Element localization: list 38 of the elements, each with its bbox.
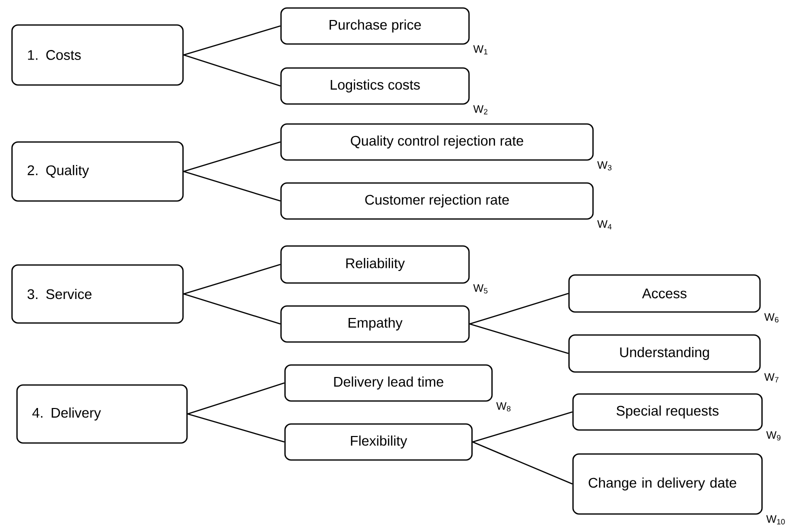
weight-label: W$_{10}$ (766, 515, 785, 524)
text-box: Empathy (280, 305, 470, 343)
text-box: Access (568, 274, 761, 313)
text-box: 1. Costs (11, 24, 184, 86)
weight-label: W$_{9}$ (766, 431, 780, 440)
connector-line (183, 293, 281, 325)
text-box: Flexibility (284, 423, 473, 461)
text-box: Purchase price (280, 7, 470, 45)
weight-label: W$_{8}$ (496, 402, 510, 412)
connector-line (469, 323, 569, 354)
weight-label: W$_{1}$ (473, 45, 488, 54)
text-box: Reliability (280, 245, 470, 284)
text-box: Delivery lead time (284, 364, 493, 402)
connector-line (183, 141, 281, 172)
weight-label: W$_{7}$ (764, 373, 778, 382)
connector-line (183, 54, 281, 87)
connector-line (472, 441, 573, 485)
weight-label: W$_{3}$ (597, 161, 612, 170)
connector-line (469, 292, 569, 325)
connector-line (183, 170, 281, 202)
connector-line (472, 411, 573, 443)
text-box: 2. Quality (11, 141, 184, 202)
weight-label: W$_{6}$ (764, 313, 778, 322)
text-box: Understanding (568, 334, 761, 373)
text-box: Quality control rejection rate (280, 123, 594, 161)
connector-line (183, 25, 281, 56)
text-box: Change in delivery date (572, 453, 763, 515)
text-box: Customer rejection rate (280, 182, 594, 220)
text-box: 4. Delivery (16, 384, 188, 444)
connector-line (183, 264, 281, 295)
connector-line (187, 413, 285, 443)
text-box: Special requests (572, 393, 763, 431)
text-box: Logistics costs (280, 67, 470, 105)
weight-label: W$_{2}$ (473, 105, 488, 114)
weight-label: W$_{5}$ (473, 284, 488, 294)
weight-label: W$_{4}$ (597, 220, 612, 230)
connector-line (187, 382, 285, 415)
text-box: 3. Service (11, 264, 184, 324)
